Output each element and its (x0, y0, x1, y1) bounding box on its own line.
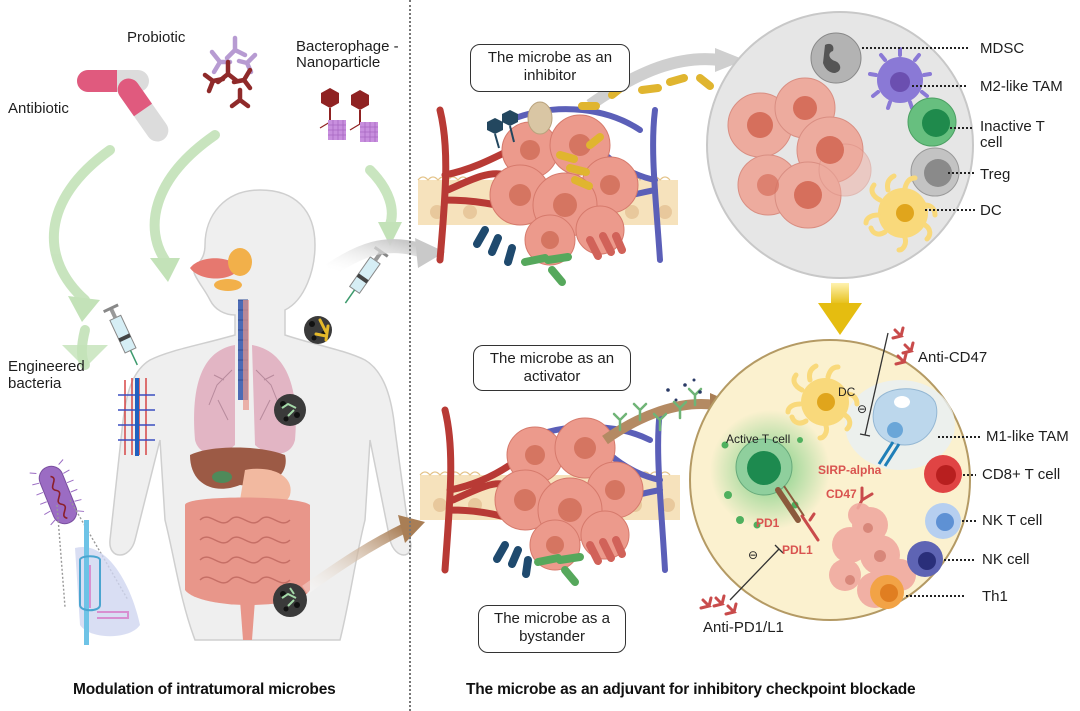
lower-leader-lines (906, 436, 980, 597)
right-panel-title: The microbe as an adjuvant for inhibitor… (466, 681, 916, 698)
grey-arrowhead (415, 238, 445, 268)
nk-cell-icon (907, 541, 943, 577)
brown-arrow-to-active-tme (602, 399, 716, 445)
dc-active-icon (785, 363, 860, 441)
role-activator-box: The microbe as an activator (473, 345, 631, 391)
tumor-cluster-icon (273, 316, 332, 617)
label-cd47: CD47 (826, 487, 857, 501)
label-anti-pd1-l1: Anti-PD1/L1 (703, 619, 784, 636)
treg-cell-icon (910, 147, 960, 197)
label-mdsc: MDSC (980, 40, 1025, 57)
panel-divider (409, 0, 411, 711)
anti-cd47-antibodies-icon (891, 326, 915, 366)
engineered-bacterium-icon (29, 459, 140, 645)
brown-arrowhead (398, 515, 425, 543)
tumor-tissue-bottom (419, 406, 680, 586)
label-sirp-alpha: SIRP-alpha (818, 463, 882, 477)
label-treg: Treg (980, 166, 1011, 183)
mdsc-cell-icon (810, 32, 862, 84)
syringe-icon (102, 303, 138, 366)
label-antibiotic: Antibiotic (8, 100, 69, 117)
pd1-receptor-icon (775, 485, 805, 523)
label-dc: DC (980, 202, 1002, 219)
grey-arrowhead-2 (715, 48, 745, 72)
label-nk-t-cell: NK T cell (982, 512, 1043, 529)
label-inactive-t-cell: Inactive T cell (980, 118, 1045, 151)
label-pdl1: PDL1 (782, 543, 813, 557)
yellow-down-arrow (818, 283, 862, 335)
upper-leader-lines (862, 47, 976, 211)
inactive-t-cell-icon (907, 97, 957, 147)
cd8-t-cell-icon (924, 455, 962, 493)
label-m1-tam: M1-like TAM (986, 428, 1069, 445)
inhibit-symbol-pd1: ⊖ (748, 548, 759, 562)
antibiotic-capsule-icon (77, 70, 169, 142)
label-dc-inner: DC (838, 385, 856, 399)
m2-tam-cell-icon (868, 47, 932, 110)
sirp-alpha-receptor-icon (877, 441, 901, 467)
arm-vessels-icon (118, 378, 155, 456)
pdl1-antibody-icon (800, 512, 820, 542)
label-pd1: PD1 (756, 516, 780, 530)
role-inhibitor-box: The microbe as an inhibitor (470, 44, 630, 92)
label-m2-tam: M2-like TAM (980, 78, 1063, 95)
inhibition-lines (729, 332, 889, 601)
label-probiotic: Probiotic (127, 29, 186, 46)
label-anti-cd47: Anti-CD47 (918, 349, 988, 366)
label-engineered-bacteria: Engineered bacteria (8, 358, 85, 392)
m1-tam-cell-icon (872, 388, 938, 446)
label-cd8-t-cell: CD8+ T cell (982, 466, 1061, 483)
green-antibodies-icon (612, 387, 703, 432)
tumor-cluster-active (829, 503, 916, 608)
role-bystander-box: The microbe as a bystander (478, 605, 626, 653)
dc-cell-icon (863, 173, 938, 253)
anti-pd1-antibodies-icon (699, 594, 738, 616)
arrow-phage (365, 165, 397, 230)
tumor-tissue-top (417, 101, 678, 286)
label-th1: Th1 (982, 588, 1008, 605)
nk-t-cell-icon (925, 503, 961, 539)
green-arrowheads (62, 222, 402, 368)
label-bacteriophage-nanoparticle: Bacterophage -Nanoparticle (296, 38, 399, 71)
suppressive-tumor-cells (727, 77, 872, 229)
human-body-illustration (109, 189, 412, 641)
green-arrows (48, 130, 397, 370)
grey-arrow-to-suppressive-tme (586, 53, 721, 110)
brown-arrow-to-activator (302, 523, 408, 595)
label-active-t-cell: Active T cell (726, 432, 791, 446)
arrow-antibiotic (48, 145, 115, 305)
left-panel-title: Modulation of intratumoral microbes (73, 681, 336, 698)
probiotic-icon (202, 35, 258, 109)
label-nk-cell: NK cell (982, 551, 1030, 568)
th1-cell-icon (870, 575, 904, 609)
arrow-probiotic (149, 130, 220, 265)
metabolite-dots (666, 378, 702, 402)
bacteriophage-nanoparticle-icon (319, 88, 378, 142)
inhibit-symbol-cd47: ⊖ (857, 402, 868, 416)
active-t-cell-icon (721, 437, 803, 529)
